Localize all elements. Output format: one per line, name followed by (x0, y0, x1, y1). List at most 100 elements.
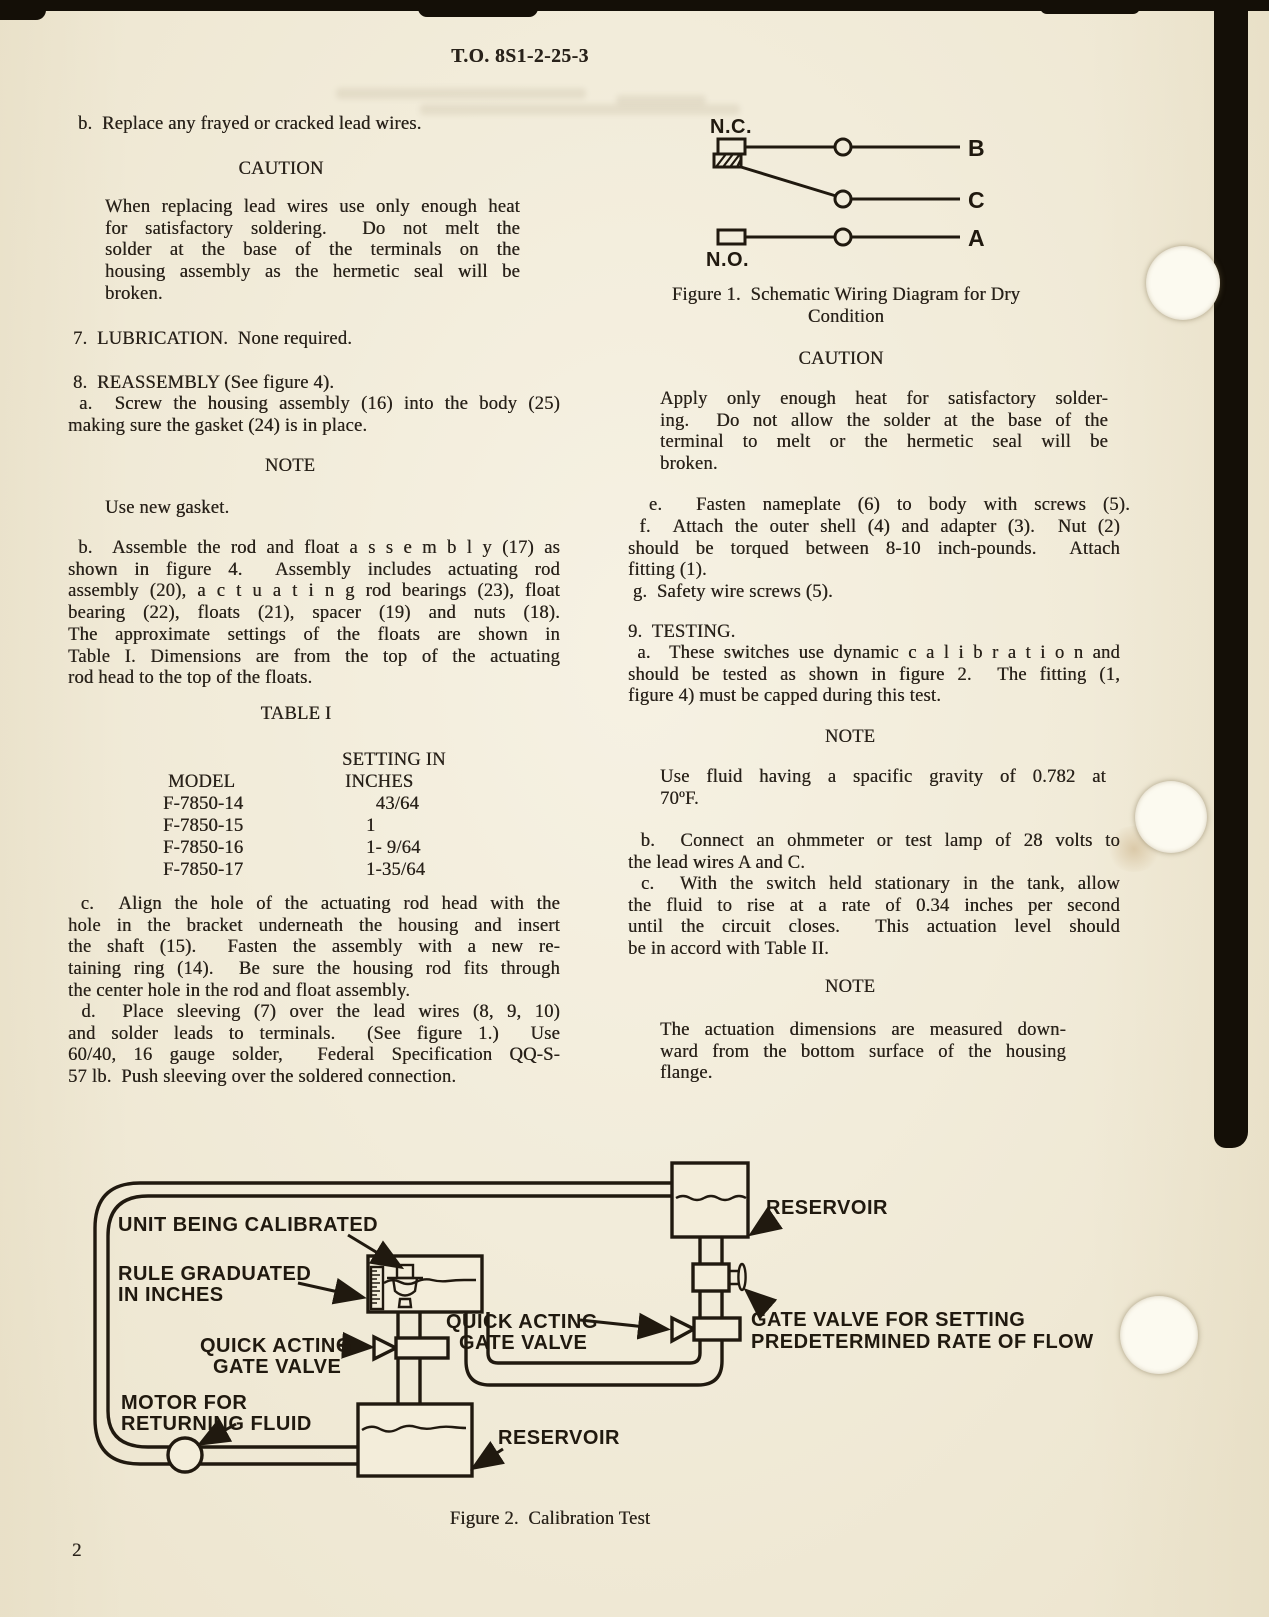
top-reservoir-water-line (675, 1194, 747, 1202)
unit-tank-water-line (383, 1278, 476, 1286)
bleed-through-smudge (336, 88, 586, 99)
arrow-rule-graduated (297, 1277, 367, 1305)
text-line: flange. (660, 1062, 713, 1084)
text-line: bearing (22), floats (21), spacer (19) a… (68, 602, 560, 624)
text-line: taining ring (14). Be sure the housing r… (68, 958, 560, 980)
bottom-reservoir-water-line (361, 1424, 467, 1433)
scan-top-edge-blob (1040, 0, 1140, 14)
scan-right-edge (1214, 0, 1248, 1148)
wire-c-diagonal (740, 165, 837, 198)
no-label: N.O. (706, 249, 749, 271)
label-mid-quick-valve-line1: QUICK ACTING (446, 1311, 598, 1333)
table-row-model: F-7850-17 (163, 859, 244, 880)
pipe-return-run-inner-wall (486, 1312, 702, 1365)
terminal-c-circle (833, 189, 853, 209)
text-line: rod head to the top of the floats. (68, 667, 313, 689)
text-line: e. Fasten nameplate (6) to body with scr… (632, 494, 1130, 515)
pipe-top-reservoir-to-setting-valve (698, 1237, 724, 1266)
text-line: housing assembly as the hermetic seal wi… (105, 261, 520, 283)
text-line: a. These switches use dynamic c a l i b … (628, 642, 1120, 663)
figure-1-shapes (712, 137, 960, 247)
table-row-setting: 1-35/64 (366, 859, 426, 880)
text-line: c. Align the hole of the actuating rod h… (68, 893, 560, 914)
text-line: be in accord with Table II. (628, 938, 829, 960)
text-line: for satisfactory soldering. Do not melt … (105, 217, 520, 239)
pipe-outer-loop-inner-wall (106, 1194, 673, 1449)
arrow-top-reservoir (748, 1206, 783, 1237)
figure-2-calibration-test-diagram: UNIT BEING CALIBRATED RULE GRADUATED IN … (93, 1161, 1094, 1478)
text-line: Table I. Dimensions are from the top of … (68, 645, 560, 667)
punch-hole (1135, 781, 1207, 853)
section-7-lubrication: 7. LUBRICATION. None required. (73, 328, 353, 349)
caution-heading-1: CAUTION (68, 158, 494, 180)
table-1-header-setting-line1: SETTING IN (342, 749, 446, 770)
table-row-model: F-7850-16 (163, 837, 244, 858)
label-left-quick-valve-line2: GATE VALVE (213, 1356, 341, 1378)
left-quick-valve-nozzle (372, 1334, 400, 1362)
section-9-testing-heading: 9. TESTING. (628, 621, 736, 642)
paragraph-replace-lead-wires: b. Replace any frayed or cracked lead wi… (78, 113, 422, 134)
pipes (93, 1181, 724, 1466)
table-row-model: F-7850-15 (163, 815, 244, 836)
note-paragraph-2: Use fluid having a spacific gravity of 0… (660, 766, 1106, 809)
pipe-return-run-outer-wall (464, 1312, 724, 1387)
scan-corner-blob (0, 0, 46, 20)
text-line: b. Connect an ohmmeter or test lamp of 2… (628, 830, 1120, 851)
text-line: the center hole in the rod and float ass… (68, 979, 411, 1001)
note-title: NOTE (264, 455, 316, 476)
page-number: 2 (72, 1540, 82, 1561)
text-line: hole in the bracket underneath the housi… (68, 914, 560, 936)
label-setting-valve-line2: PREDETERMINED RATE OF FLOW (751, 1331, 1094, 1353)
text-line: broken. (105, 282, 163, 304)
figure-1-caption-line1: Figure 1. Schematic Wiring Diagram for D… (671, 284, 1021, 305)
text-line: broken. (660, 453, 718, 475)
text-line: should be torqued between 8-10 inch-poun… (628, 537, 1120, 559)
label-bottom-reservoir: RESERVOIR (498, 1427, 620, 1449)
pipe-left-valve-to-bottom-reservoir (396, 1357, 422, 1406)
label-motor-line2: RETURNING FLUID (121, 1413, 312, 1435)
text-line: The approximate settings of the floats a… (68, 623, 560, 645)
text-line: shown in figure 4. Assembly includes act… (68, 558, 560, 580)
right-quick-valve-body (692, 1316, 742, 1342)
figure-1-caption-line2: Condition (807, 306, 885, 327)
pipe-setting-valve-to-quick-valve (698, 1290, 724, 1320)
arrow-unit-being-calibrated (347, 1233, 405, 1270)
unit-tank (366, 1254, 484, 1314)
text-line: the fluid to rise at a rate of 0.34 inch… (628, 894, 1120, 916)
text-line: should be tested as shown in figure 2. T… (628, 663, 1120, 685)
label-unit-being-calibrated: UNIT BEING CALIBRATED (118, 1214, 378, 1236)
left-quick-valve-body (394, 1336, 450, 1360)
text-line: until the circuit closes. This actuation… (628, 916, 1120, 938)
right-quick-valve-nozzle (670, 1315, 698, 1344)
ruler-ticks (371, 1270, 380, 1304)
text-line: f. Attach the outer shell (4) and adapte… (628, 516, 1120, 537)
table-row-setting: 1 (366, 815, 376, 836)
no-contact-box (716, 228, 747, 246)
label-motor-line1: MOTOR FOR (121, 1392, 247, 1414)
figure-2-caption: Figure 2. Calibration Test (449, 1508, 651, 1529)
paragraph-8b: b. Assemble the rod and float a s s e m … (68, 537, 560, 689)
text-line: When replacing lead wires use only enoug… (105, 196, 520, 217)
text-line: d. Place sleeving (7) over the lead wire… (68, 1001, 560, 1022)
figure-2-labels: UNIT BEING CALIBRATED RULE GRADUATED IN … (118, 1197, 1094, 1449)
label-setting-valve-line1: GATE VALVE FOR SETTING (751, 1309, 1025, 1331)
note-title: NOTE (824, 726, 876, 747)
terminal-b-label: B (968, 135, 985, 161)
caution-title: CAUTION (238, 158, 324, 179)
text-line: Apply only enough heat for satisfactory … (660, 388, 1108, 409)
label-rule-graduated-line1: RULE GRADUATED (118, 1263, 311, 1285)
terminal-a-label: A (968, 225, 985, 251)
text-line: figure 4) must be capped during this tes… (628, 685, 942, 707)
table-1-header-setting-line2: INCHES (345, 771, 414, 792)
scan-top-edge (0, 0, 1269, 11)
paragraph-8d: d. Place sleeving (7) over the lead wire… (68, 1001, 560, 1088)
note-paragraph-3: The actuation dimensions are measured do… (660, 1019, 1066, 1084)
arrow-bottom-reservoir (469, 1441, 506, 1471)
arrow-setting-valve (743, 1288, 778, 1320)
paragraph-9f: f. Attach the outer shell (4) and adapte… (628, 516, 1120, 581)
paragraph-9e: e. Fasten nameplate (6) to body with scr… (632, 494, 1130, 516)
text-line: and solder leads to terminals. (See figu… (68, 1022, 560, 1044)
text-line: fitting (1). (628, 559, 707, 581)
text-line: ward from the bottom surface of the hous… (660, 1040, 1066, 1062)
table-1: TABLE I SETTING IN MODEL INCHES F-7850-1… (68, 703, 524, 880)
